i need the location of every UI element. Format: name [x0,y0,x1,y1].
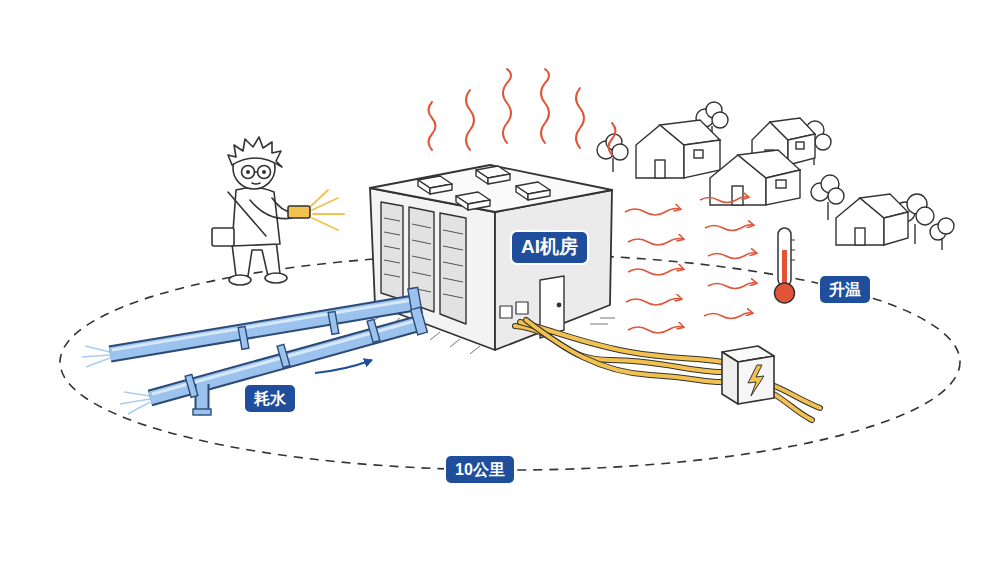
heat-label: 升温 [820,276,870,303]
power-cables [515,320,820,420]
heat-arrows [625,197,756,333]
power-box [722,346,774,404]
label-text: 耗水 [254,389,286,408]
thermometer [775,228,796,303]
room-label: AI机房 [512,232,587,263]
distance-label: 10公里 [446,456,514,483]
water-pipes [82,287,427,415]
heat-waves [429,69,616,155]
label-text: AI机房 [521,236,578,259]
water-label: 耗水 [245,385,295,412]
label-text: 升温 [829,280,861,299]
inspector-person [212,137,344,285]
village [597,102,954,250]
label-text: 10公里 [455,460,505,479]
flow-arrow [315,360,372,373]
